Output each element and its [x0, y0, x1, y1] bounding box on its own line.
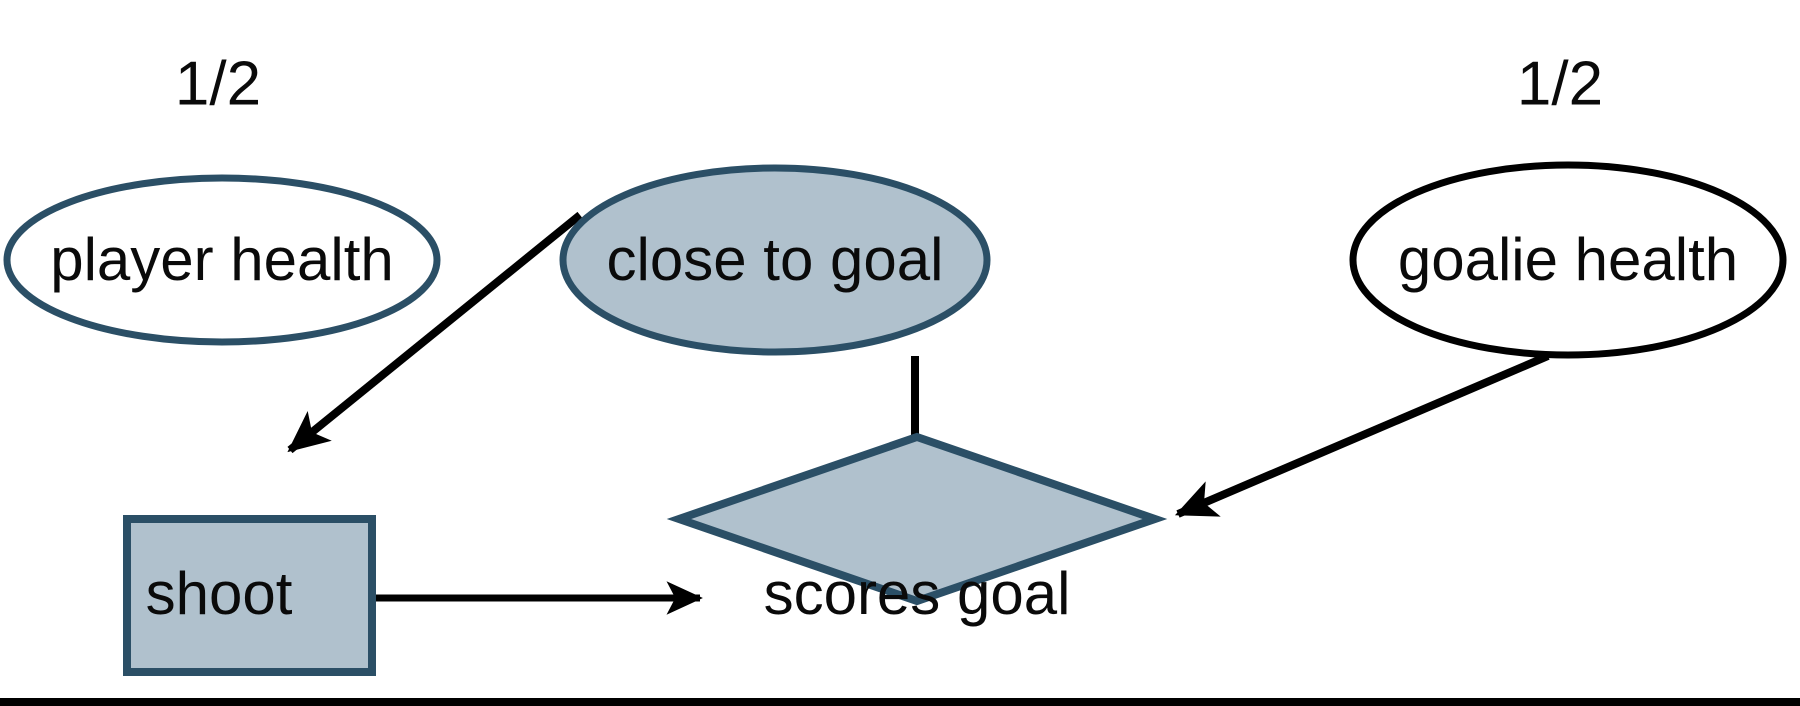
shoot-label: shoot	[146, 560, 293, 627]
node-close-to-goal[interactable]: close to goal	[559, 164, 991, 356]
edge-close-to-goal-to-shoot	[287, 211, 583, 454]
node-shoot[interactable]: shoot	[123, 515, 376, 676]
scores-goal-label: scores goal	[764, 560, 1071, 627]
close-to-goal-ellipse[interactable]	[559, 164, 991, 356]
edge-layer	[287, 211, 1550, 615]
player-health-label: player health	[50, 226, 394, 293]
goalie-health-probability: 1/2	[1517, 49, 1603, 118]
node-goalie-health[interactable]: goalie health	[1349, 161, 1787, 359]
scores-goal-diamond[interactable]	[666, 432, 1168, 606]
node-player-health[interactable]: player health	[3, 174, 441, 346]
node-scores-goal[interactable]: scores goal	[666, 432, 1168, 627]
goalie-health-label: goalie health	[1398, 226, 1738, 293]
shoot-rect[interactable]	[123, 515, 376, 676]
edge-goalie-health-to-scores-goal	[1174, 352, 1550, 518]
close-to-goal-label: close to goal	[607, 226, 944, 293]
player-health-ellipse[interactable]	[3, 174, 441, 346]
goalie-health-ellipse[interactable]	[1349, 161, 1787, 359]
player-health-probability: 1/2	[175, 49, 261, 118]
